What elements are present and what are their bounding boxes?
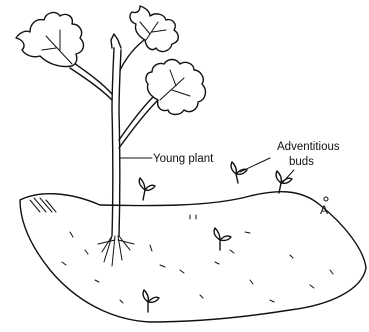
adventitious-bud-1 <box>139 178 155 200</box>
marker-a-label: A <box>320 203 328 217</box>
adventitious-bud-5 <box>143 290 159 312</box>
tuber <box>20 192 366 322</box>
marker-a: A <box>320 197 328 217</box>
adventitious-buds-pointer-2 <box>283 170 294 182</box>
adventitious-bud-4 <box>214 228 231 250</box>
young-plant-label: Young plant <box>153 153 214 165</box>
adventitious-bud-2 <box>231 162 247 183</box>
leaf-right <box>146 60 206 115</box>
adventitious-buds-pointer-1 <box>240 158 270 172</box>
adventitious-buds-label: Adventitious buds <box>277 141 343 168</box>
young-plant <box>70 34 158 266</box>
